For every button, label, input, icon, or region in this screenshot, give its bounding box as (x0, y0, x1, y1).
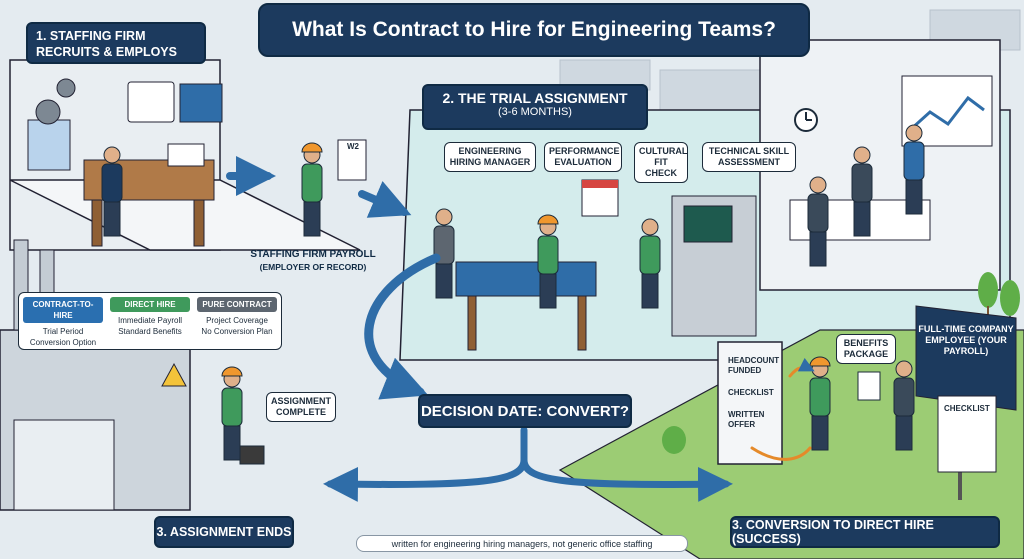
flow-arrows (226, 156, 815, 502)
arrow-to-trial (358, 181, 412, 218)
chart-on-screen (908, 95, 985, 132)
conference-room (759, 39, 1001, 291)
w2-form (337, 139, 367, 181)
arrow-checklist (788, 357, 815, 378)
footer-note: written for engineering hiring managers,… (356, 535, 688, 552)
step-2-title: 2. The Trial Assignment (442, 90, 628, 106)
person-converted (809, 356, 831, 451)
step-2-label: 2. The Trial Assignment (3-6 Months) (422, 84, 648, 130)
person-meeting (807, 176, 829, 267)
comparison-line: Immediate Payroll (117, 316, 183, 325)
comparison-tag: Pure Contract (197, 297, 277, 312)
comparison-line: Project Coverage (206, 316, 268, 325)
checklist-item: Checklist (728, 388, 774, 397)
person-presenter (903, 124, 925, 215)
full-time-sign-label: Full-Time Company Employee (Your Payroll… (918, 324, 1014, 356)
hiring-manager-bubble: Engineering Hiring Manager (444, 142, 536, 172)
person-new-hire (301, 142, 323, 237)
comparison-column: Contract-to-Hire Trial Period Conversion… (23, 297, 103, 348)
blueprint-poster (27, 119, 71, 171)
person-engineer (537, 214, 559, 309)
arrow-to-decision (364, 253, 441, 400)
w2-label: W2 (347, 142, 359, 151)
blueprint-board (13, 419, 115, 511)
person-manager-handshake (893, 360, 915, 451)
comparison-tag: Contract-to-Hire (23, 297, 103, 323)
comparison-column: Pure Contract Project Coverage No Conver… (197, 297, 277, 337)
person-recruiter (101, 146, 123, 237)
person-hiring-manager (433, 208, 455, 299)
assignment-ends-label: 3. Assignment Ends (154, 516, 294, 548)
trees (662, 272, 1020, 454)
payroll-subtitle: (Employer of Record) (259, 262, 367, 272)
resume-stack (167, 143, 205, 167)
blueprint-table (455, 261, 597, 297)
assignment-complete-bubble: Assignment Complete (266, 392, 336, 422)
benefits-bubble: Benefits Package (836, 334, 896, 364)
warning-icon (161, 362, 187, 387)
comparison-line: No Conversion Plan (201, 327, 273, 336)
full-time-sign (915, 305, 1017, 411)
conversion-label: 3. Conversion to Direct Hire (Success) (730, 516, 1000, 548)
checklist-sheet-label: Checklist (944, 404, 990, 413)
comparison-legend: Contract-to-Hire Trial Period Conversion… (18, 292, 282, 350)
checklist-item: Headcount Funded (728, 356, 780, 375)
person-departing (221, 366, 243, 461)
comparison-line: Standard Benefits (118, 327, 182, 336)
page-title: What Is Contract to Hire for Engineering… (258, 3, 810, 57)
checklist-items: Headcount Funded Checklist Written Offer (728, 356, 780, 430)
decision-label: Decision Date: Convert? (418, 394, 632, 428)
gear-icon (35, 99, 61, 125)
payroll-title: Staffing Firm Payroll (250, 249, 376, 260)
comparison-line: Trial Period (42, 327, 84, 336)
hiring-checklist-clipboard (717, 341, 783, 465)
caliper-icon (127, 81, 175, 123)
person-technician (639, 218, 661, 309)
checklist-item: Written Offer (728, 410, 765, 429)
comparison-line: Conversion Option (29, 338, 97, 347)
benefits-document (857, 371, 881, 401)
arrow-offer (750, 446, 812, 461)
cultural-fit-bubble: Cultural Fit Check (634, 142, 688, 183)
step-1-label: 1. Staffing Firm Recruits & Employs (26, 22, 206, 64)
technical-skill-bubble: Technical Skill Assessment (702, 142, 796, 172)
gear-icon (56, 78, 76, 98)
blueprint-icon (179, 83, 223, 123)
checklist-sheet (937, 395, 997, 473)
arrow-to-conversion (520, 456, 733, 502)
comparison-tag: Direct Hire (110, 297, 190, 312)
performance-bubble: Performance Evaluation (544, 142, 622, 172)
briefcase-icon (239, 445, 265, 465)
comparison-column: Direct Hire Immediate Payroll Standard B… (110, 297, 190, 337)
person-meeting (851, 146, 873, 237)
staffing-payroll-label: Staffing Firm Payroll (Employer of Recor… (238, 248, 388, 274)
step-2-duration: (3-6 Months) (498, 106, 572, 118)
